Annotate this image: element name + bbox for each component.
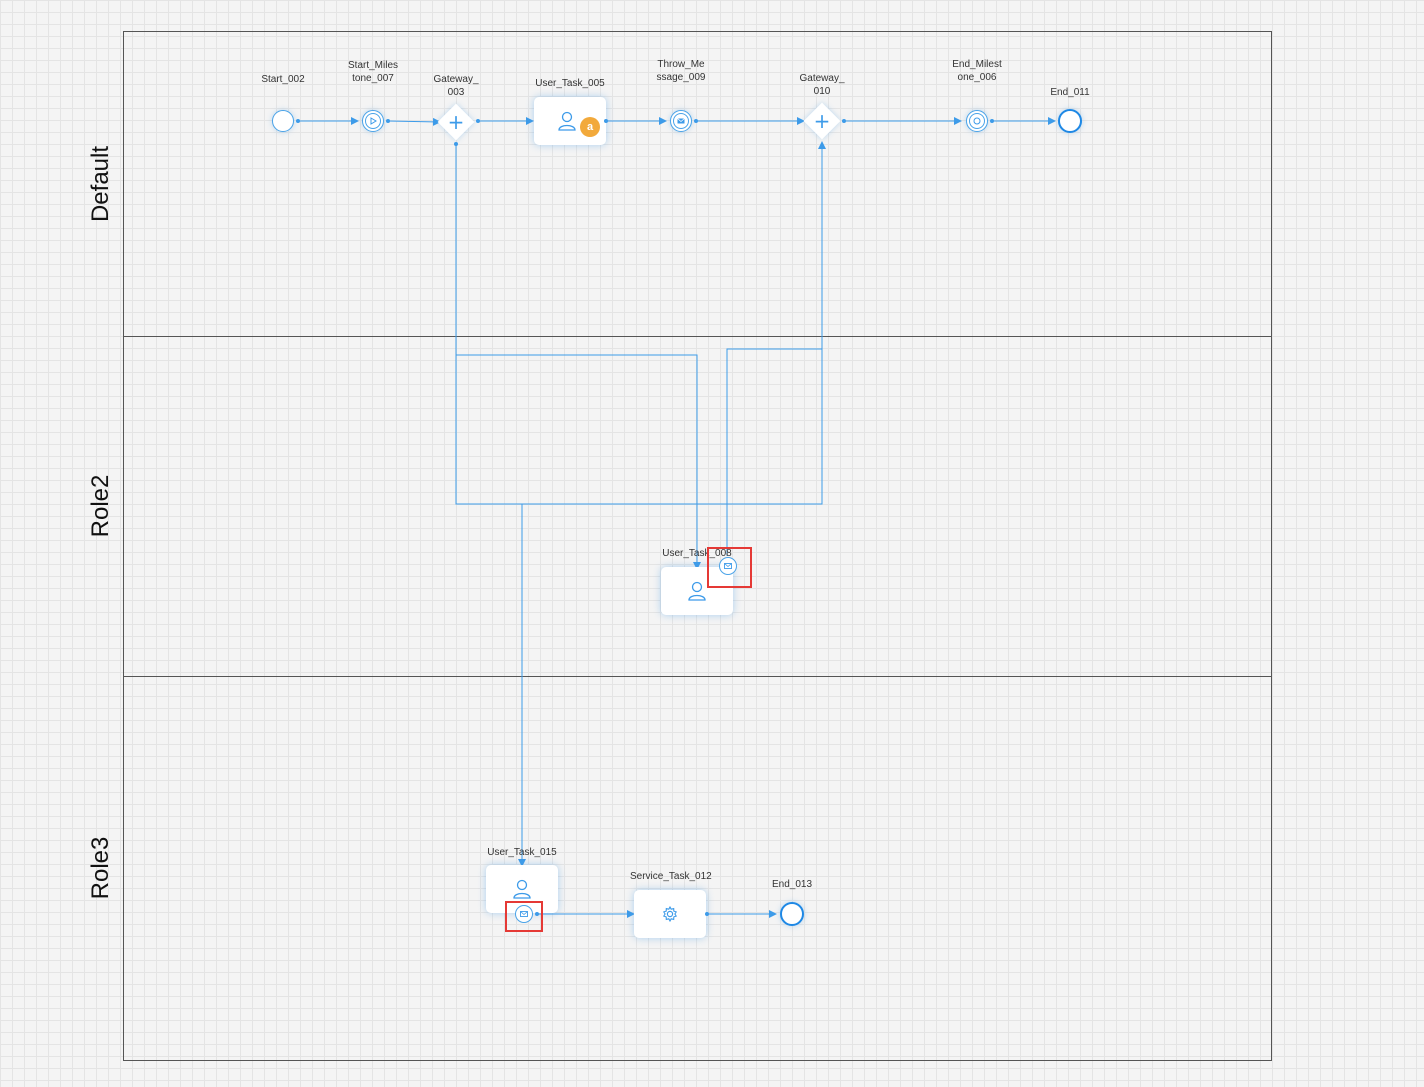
port-dot (476, 119, 480, 123)
plus-icon: + (447, 110, 465, 134)
lane-divider-1 (123, 336, 1272, 337)
envelope-icon (520, 911, 528, 917)
port-dot (604, 119, 608, 123)
user-task-005[interactable]: a (534, 97, 606, 145)
port-dot (705, 912, 709, 916)
port-dot (535, 912, 539, 916)
play-icon (370, 117, 377, 125)
label-service-task-012: Service_Task_012 (630, 871, 712, 882)
port-dot (990, 119, 994, 123)
start-event-002[interactable] (272, 110, 294, 132)
label-start-002: Start_002 (261, 74, 305, 85)
pool (123, 31, 1272, 1061)
user-icon (513, 879, 531, 899)
end-event-013[interactable] (780, 902, 804, 926)
port-dot (454, 142, 458, 146)
boundary-message-event-015[interactable] (515, 905, 533, 923)
user-icon (558, 111, 576, 131)
label-start-milestone-007: Start_Milestone_007 (348, 60, 399, 84)
gear-icon (662, 905, 678, 923)
user-task-008[interactable] (661, 567, 733, 615)
label-user-task-015: User_Task_015 (487, 847, 557, 858)
port-dot (386, 119, 390, 123)
label-user-task-005: User_Task_005 (535, 78, 605, 89)
end-milestone-006[interactable] (966, 110, 988, 132)
flow-gateway003-split (455, 141, 826, 505)
label-end-011: End_011 (1050, 87, 1090, 98)
start-milestone-007[interactable] (362, 110, 384, 132)
envelope-icon (724, 563, 732, 569)
service-task-012[interactable] (634, 890, 706, 938)
milestone-icon (973, 117, 981, 125)
flow-to-usertask008 (456, 354, 701, 570)
port-dot (694, 119, 698, 123)
user-icon (688, 581, 706, 601)
label-throw-message-009: Throw_Message_009 (656, 59, 706, 83)
label-gateway-003: Gateway_003 (433, 74, 479, 98)
lane-divider-2 (123, 676, 1272, 677)
label-user-task-008: User_Task_008 (662, 548, 732, 559)
highlight-box-008 (707, 547, 752, 588)
plus-icon: + (813, 109, 831, 133)
assignee-badge: a (580, 117, 600, 137)
flow-boundary008-to-gateway010 (726, 348, 822, 556)
label-end-013: End_013 (771, 879, 813, 890)
envelope-icon (677, 118, 685, 124)
label-end-milestone-006: End_Milestone_006 (952, 59, 1002, 83)
port-dot (842, 119, 846, 123)
port-dot (296, 119, 300, 123)
throw-message-009[interactable] (670, 110, 692, 132)
boundary-message-event-008[interactable] (719, 557, 737, 575)
highlight-box-015 (505, 901, 543, 932)
label-gateway-010: Gateway_010 (799, 73, 845, 97)
end-event-011[interactable] (1058, 109, 1082, 133)
flow-milestone-to-gateway (387, 117, 441, 126)
